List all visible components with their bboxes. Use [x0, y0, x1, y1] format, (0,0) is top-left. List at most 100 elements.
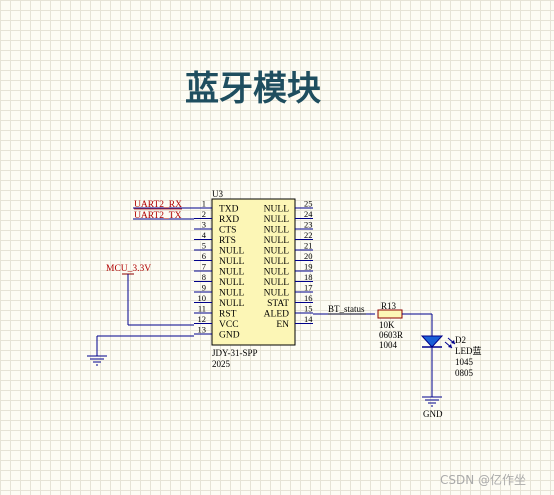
module-part-number: JDY-31-SPP — [212, 348, 258, 358]
pin-name: NULL — [219, 268, 245, 278]
pin-number: 7 — [202, 262, 206, 272]
pin-number: 1 — [202, 199, 206, 209]
pin-number: 11 — [198, 304, 206, 314]
pin-number: 8 — [202, 272, 206, 282]
net-label-mcu-power: MCU_3.3V — [106, 264, 151, 274]
pin-name: NULL — [219, 289, 245, 299]
pin-number: 10 — [198, 293, 207, 303]
pin-name: EN — [276, 320, 289, 330]
pin-name: GND — [219, 331, 240, 341]
pin-name: CTS — [219, 226, 236, 236]
pin-number: 25 — [304, 199, 313, 209]
pin-name: NULL — [264, 236, 290, 246]
pin-name: RXD — [219, 215, 239, 225]
pin-number: 2 — [202, 209, 206, 219]
pin-number: 3 — [202, 220, 206, 230]
net-label-uart-rx: UART2_RX — [134, 200, 182, 210]
schematic-title: 蓝牙模块 — [185, 69, 321, 109]
pin-name: NULL — [264, 268, 290, 278]
led-name: LED蓝 — [455, 345, 482, 356]
pin-name: NULL — [264, 247, 290, 257]
pin-name: RTS — [219, 236, 236, 246]
resistor-code: 1004 — [379, 340, 398, 350]
pin-number: 20 — [304, 251, 313, 261]
led-package: 0805 — [455, 368, 474, 378]
pin-number: 17 — [304, 283, 313, 293]
pin-number: 19 — [304, 262, 313, 272]
module-body — [211, 198, 296, 346]
pin-number: 21 — [304, 241, 313, 251]
resistor-package: 0603R — [379, 330, 403, 340]
resistor-designator: R13 — [381, 301, 397, 311]
pin-number: 16 — [304, 293, 313, 303]
resistor-value: 10K — [379, 320, 395, 330]
pin-number: 9 — [202, 283, 206, 293]
pin-name: ALED — [264, 310, 289, 320]
pin-name: NULL — [264, 215, 290, 225]
module-year: 2025 — [212, 359, 231, 369]
pin-number: 23 — [304, 220, 313, 230]
pin-number: 14 — [304, 314, 313, 324]
gnd-label: GND — [423, 409, 443, 419]
pin-number: 12 — [198, 314, 207, 324]
module-designator: U3 — [212, 189, 223, 199]
pin-number: 22 — [304, 230, 313, 240]
led-code: 1045 — [455, 357, 474, 367]
pin-number: 6 — [202, 251, 206, 261]
pin-name: NULL — [264, 226, 290, 236]
pin-number: 13 — [198, 325, 207, 335]
left-pin-group: 1TXD2RXD3CTS4RTS5NULL6NULL7NULL8NULL9NUL… — [194, 199, 245, 341]
pin-name: NULL — [219, 247, 245, 257]
pin-name: NULL — [219, 299, 245, 309]
pin-name: VCC — [219, 320, 239, 330]
ground-symbol-right — [422, 396, 442, 407]
pin-number: 24 — [304, 209, 313, 219]
pin-name: NULL — [264, 257, 290, 267]
pin-number: 18 — [304, 272, 313, 282]
pin-name: NULL — [219, 257, 245, 267]
pin-name: NULL — [219, 278, 245, 288]
watermark: CSDN @亿作坐 — [440, 472, 526, 487]
net-label-bt-status: BT_status — [328, 304, 365, 314]
pin-number: 5 — [202, 241, 206, 251]
ground-symbol-left — [87, 355, 107, 366]
pin-number: 4 — [202, 230, 207, 240]
pin-number: 15 — [304, 304, 313, 314]
net-label-uart-tx: UART2_TX — [134, 211, 182, 221]
pin-name: STAT — [267, 299, 289, 309]
pin-name: NULL — [264, 278, 290, 288]
resistor-body — [377, 309, 403, 319]
pin-name: NULL — [264, 205, 290, 215]
led-symbol — [420, 335, 456, 349]
pin-name: NULL — [264, 289, 290, 299]
led-designator: D2 — [455, 335, 466, 345]
pin-name: TXD — [219, 205, 239, 215]
